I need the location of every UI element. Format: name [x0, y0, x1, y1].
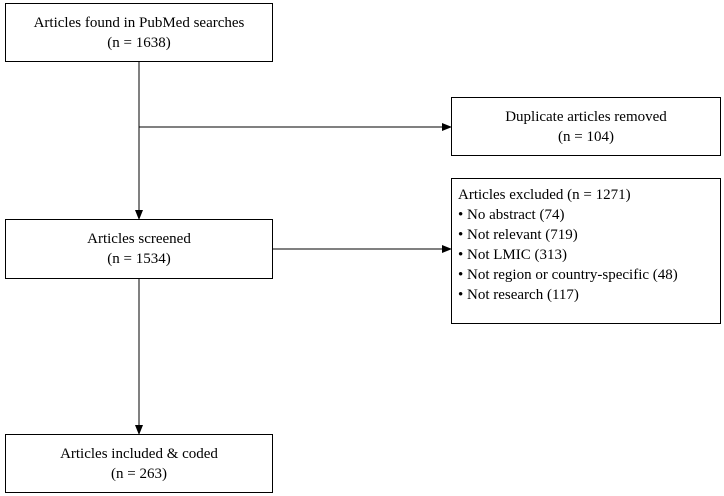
box-duplicates-removed: Duplicate articles removed (n = 104): [451, 97, 721, 156]
box-articles-screened: Articles screened (n = 1534): [5, 219, 273, 279]
excluded-title: Articles excluded (n = 1271): [458, 187, 631, 203]
articles-found-title: Articles found in PubMed searches: [33, 14, 245, 31]
exclusion-reason: • Not region or country-specific (48): [458, 267, 678, 283]
exclusion-reason: • Not research (117): [458, 287, 579, 303]
articles-found-count: (n = 1638): [107, 34, 171, 51]
exclusion-reason: • Not LMIC (313): [458, 247, 567, 263]
screened-count: (n = 1534): [107, 251, 171, 267]
box-articles-excluded: Articles excluded (n = 1271) • No abstra…: [451, 178, 721, 324]
box-articles-found: Articles found in PubMed searches (n = 1…: [5, 3, 273, 62]
box-articles-included: Articles included & coded (n = 263): [5, 434, 273, 493]
included-title: Articles included & coded: [60, 445, 218, 462]
duplicates-count: (n = 104): [558, 128, 614, 145]
exclusion-reason: • No abstract (74): [458, 207, 565, 223]
screened-title: Articles screened: [87, 231, 191, 247]
included-count: (n = 263): [111, 465, 167, 482]
exclusion-reason: • Not relevant (719): [458, 227, 578, 243]
duplicates-title: Duplicate articles removed: [505, 108, 667, 125]
